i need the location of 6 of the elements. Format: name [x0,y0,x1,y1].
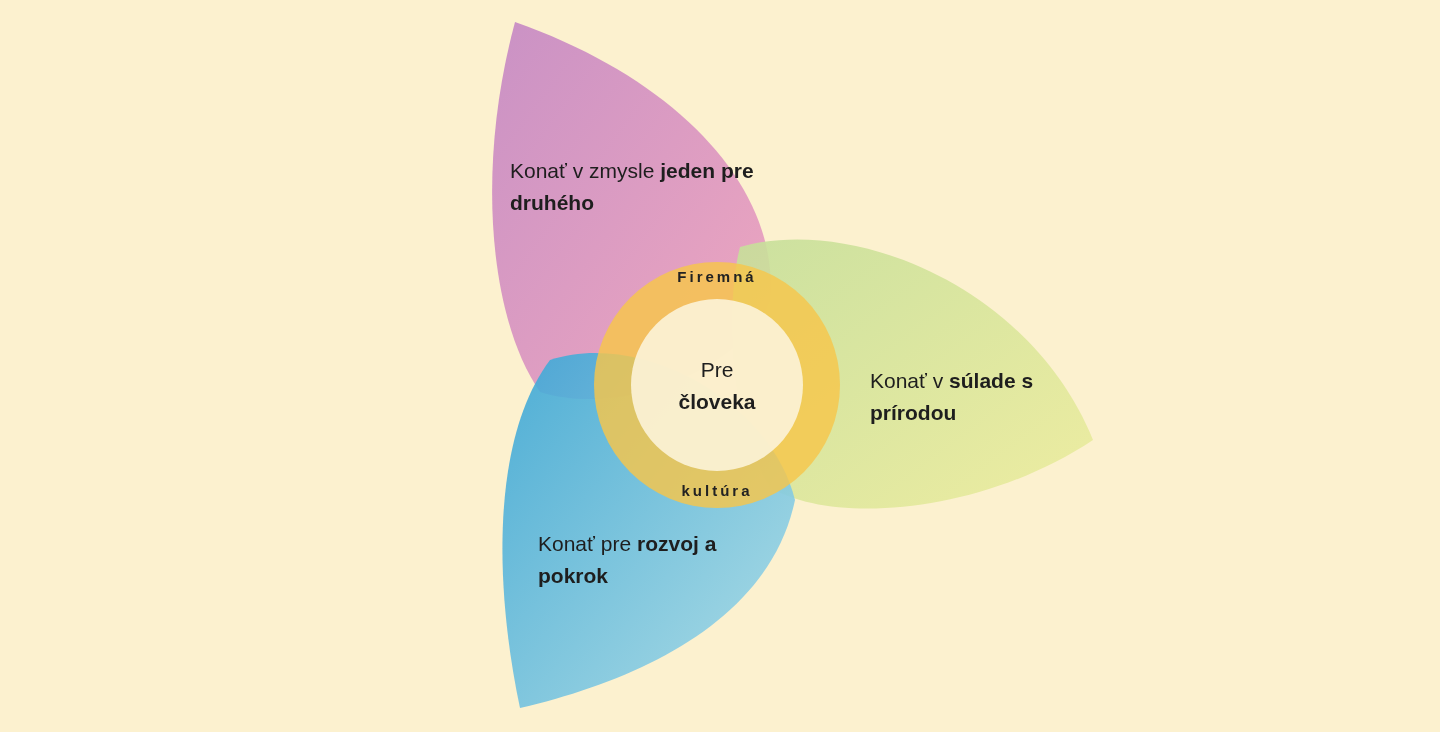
center-label: Pre človeka [677,356,757,414]
petal-label: Konať v súlade s prírodou [870,368,1035,426]
petal-label: Konať v zmysle jeden pre druhého [510,158,755,216]
ring-label: Firemná [676,268,758,285]
ring-label: kultúra [680,482,754,499]
petal-label: Konať pre rozvoj a pokrok [538,531,718,589]
